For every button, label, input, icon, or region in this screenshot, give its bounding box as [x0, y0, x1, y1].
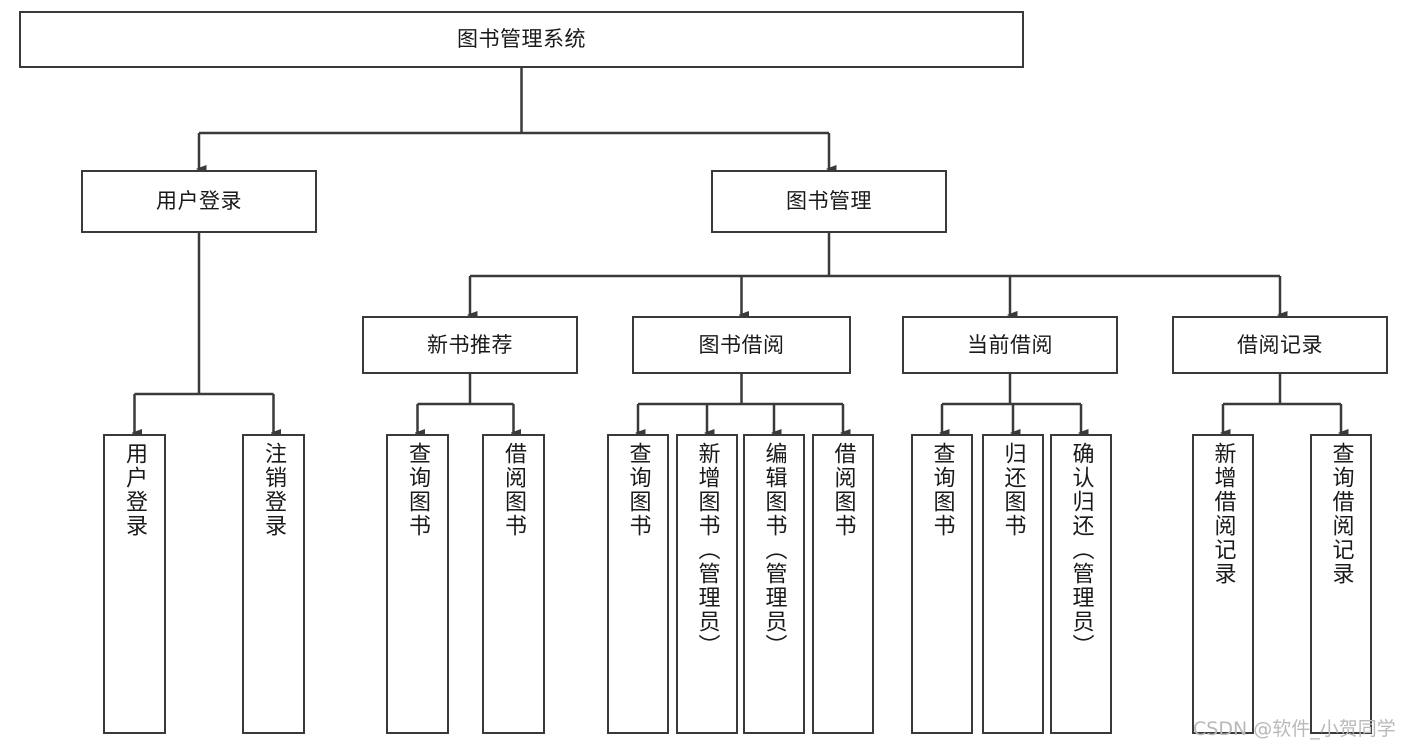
- node-leaf_2[interactable]: 查询图书: [386, 434, 449, 734]
- node-label: 注销登录: [261, 442, 287, 538]
- edge-layer: [135, 68, 1342, 433]
- node-leaf_4[interactable]: 查询图书: [607, 434, 669, 734]
- node-label: 图书借阅: [698, 332, 785, 357]
- node-label: 新书推荐: [427, 332, 513, 357]
- node-leaf_6[interactable]: 编辑图书（管理员）: [743, 434, 805, 734]
- node-label: 查询图书: [625, 442, 651, 538]
- node-leaf_10[interactable]: 确认归还（管理员）: [1050, 434, 1112, 734]
- node-label: 图书管理: [786, 189, 872, 214]
- node-l2_1[interactable]: 图书管理: [711, 170, 947, 233]
- node-label: 当前借阅: [967, 332, 1053, 357]
- node-label: 新增图书（管理员）: [694, 442, 720, 658]
- node-l3_1[interactable]: 图书借阅: [632, 316, 851, 374]
- node-leaf_11[interactable]: 新增借阅记录: [1192, 434, 1254, 734]
- node-label: 借阅图书: [830, 442, 856, 538]
- node-label: 查询借阅记录: [1328, 442, 1354, 586]
- node-l3_3[interactable]: 借阅记录: [1172, 316, 1388, 374]
- node-leaf_12[interactable]: 查询借阅记录: [1310, 434, 1372, 734]
- node-l2_0[interactable]: 用户登录: [81, 170, 317, 233]
- node-label: 用户登录: [122, 442, 148, 538]
- node-label: 归还图书: [1000, 442, 1026, 538]
- node-root[interactable]: 图书管理系统: [19, 11, 1024, 68]
- node-label: 编辑图书（管理员）: [761, 442, 787, 658]
- node-leaf_0[interactable]: 用户登录: [103, 434, 166, 734]
- node-label: 新增借阅记录: [1210, 442, 1236, 586]
- node-label: 查询图书: [405, 442, 431, 538]
- node-l3_2[interactable]: 当前借阅: [902, 316, 1118, 374]
- node-l3_0[interactable]: 新书推荐: [362, 316, 578, 374]
- node-label: 查询图书: [929, 442, 955, 538]
- node-label: 确认归还（管理员）: [1068, 442, 1094, 658]
- node-leaf_7[interactable]: 借阅图书: [812, 434, 874, 734]
- node-leaf_1[interactable]: 注销登录: [242, 434, 305, 734]
- node-label: 图书管理系统: [457, 27, 586, 52]
- node-label: 借阅记录: [1237, 332, 1323, 357]
- node-leaf_9[interactable]: 归还图书: [982, 434, 1044, 734]
- node-leaf_5[interactable]: 新增图书（管理员）: [676, 434, 738, 734]
- node-label: 用户登录: [156, 189, 242, 214]
- node-label: 借阅图书: [501, 442, 527, 538]
- node-leaf_8[interactable]: 查询图书: [911, 434, 973, 734]
- node-leaf_3[interactable]: 借阅图书: [482, 434, 545, 734]
